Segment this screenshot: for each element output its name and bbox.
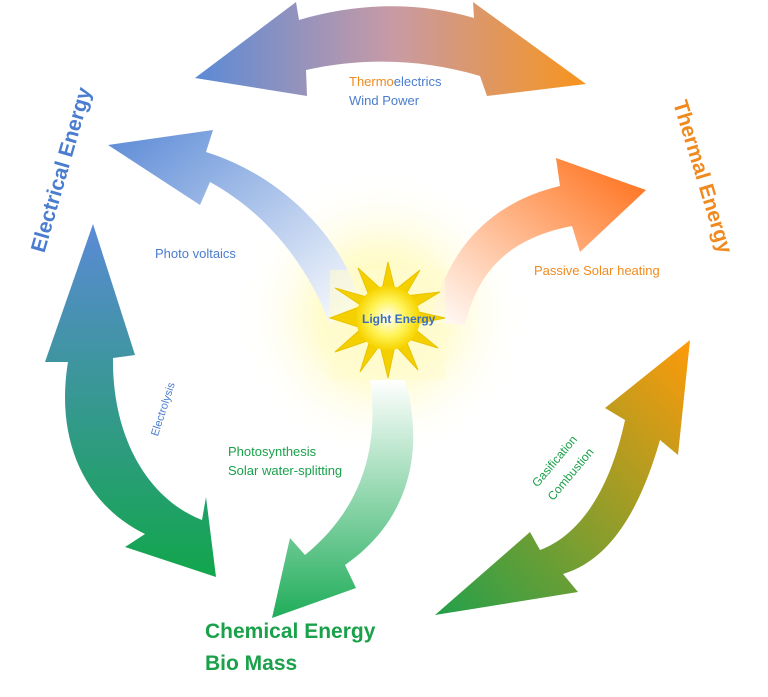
thermo-prefix: Thermo <box>349 74 394 89</box>
bio-mass-label: Bio Mass <box>205 652 298 675</box>
water-splitting-label: Solar water-splitting <box>228 463 343 478</box>
photosynthesis-label: Photosynthesis <box>228 444 317 459</box>
thermoelectrics-label: Thermoelectrics <box>349 72 441 91</box>
wind-power-label: Wind Power <box>349 93 420 108</box>
arrow-gasification <box>435 340 690 615</box>
passive-solar-label: Passive Solar heating <box>534 263 660 278</box>
arrow-passive-solar <box>430 158 646 325</box>
chemical-energy-label: Chemical Energy <box>205 620 376 643</box>
arrow-photosynthesis <box>272 380 414 618</box>
thermo-suffix: electrics <box>393 74 442 89</box>
photo-voltaics-label: Photo voltaics <box>155 246 236 261</box>
arrow-photovoltaics <box>108 130 360 325</box>
arrow-electrical-thermal <box>195 2 586 96</box>
sun-icon <box>328 261 446 380</box>
light-energy-label: Light Energy <box>362 312 436 326</box>
arrow-electrolysis <box>45 224 216 577</box>
